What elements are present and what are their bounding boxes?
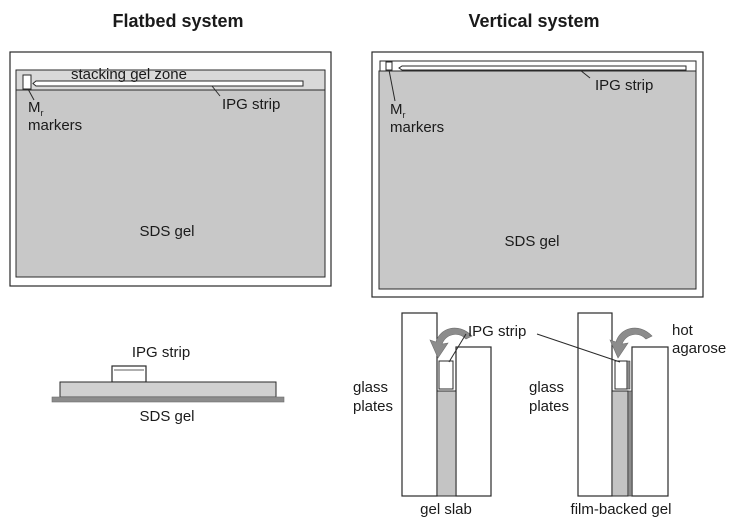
flatbed-title: Flatbed system bbox=[112, 11, 243, 31]
vertical-ipg-strip bbox=[398, 65, 687, 71]
film-backed-ipg-film bbox=[626, 360, 631, 390]
film-backed-ipg-strip bbox=[614, 360, 628, 390]
side-ipg-strip bbox=[111, 365, 147, 383]
cross-section-ipg-strip-label: IPG strip bbox=[468, 323, 526, 340]
film-backing bbox=[627, 390, 633, 497]
gel-slab-front-plate bbox=[455, 346, 492, 497]
flatbed-mr-marker-well bbox=[22, 74, 32, 90]
vertical-system: Vertical system IPG strip Mr markers SDS… bbox=[371, 11, 704, 298]
gel-slab-label: gel slab bbox=[420, 501, 472, 518]
side-sds-gel bbox=[59, 381, 277, 398]
film-backed-back-plate bbox=[577, 312, 613, 497]
cross-section-gel-slab: glass plates gel slab bbox=[353, 312, 492, 518]
side-sds-gel-label: SDS gel bbox=[139, 408, 194, 425]
flatbed-stacking-zone-label: stacking gel zone bbox=[71, 66, 187, 83]
film-backed-front-plate bbox=[631, 346, 669, 497]
flatbed-ipg-leader bbox=[211, 85, 221, 97]
vertical-mr-marker-well bbox=[385, 61, 393, 71]
flatbed-mr-label: Mr bbox=[28, 99, 44, 118]
flatbed-system: Flatbed system stacking gel zone IPG str… bbox=[9, 11, 332, 287]
flatbed-ipg-strip bbox=[32, 80, 304, 87]
cross-section-ipg-leader-right bbox=[536, 333, 621, 363]
right-plates-label: plates bbox=[529, 398, 569, 415]
side-ipg-strip-label: IPG strip bbox=[132, 344, 190, 361]
left-glass-label: glass bbox=[353, 379, 388, 396]
vertical-title: Vertical system bbox=[468, 11, 599, 31]
vertical-mr-label: Mr bbox=[390, 101, 406, 120]
gel-slab-ipg-strip bbox=[438, 360, 454, 390]
right-glass-label: glass bbox=[529, 379, 564, 396]
flatbed-sds-gel-label: SDS gel bbox=[139, 223, 194, 240]
film-backed-gel-label: film-backed gel bbox=[571, 501, 672, 518]
vertical-sds-gel bbox=[378, 70, 697, 290]
agarose-label: agarose bbox=[672, 340, 726, 357]
flatbed-marker-leader bbox=[27, 88, 35, 101]
flatbed-markers-label: markers bbox=[28, 117, 82, 134]
film-backed-insert-arrow bbox=[609, 327, 653, 359]
flatbed-side-view: IPG strip SDS gel bbox=[51, 344, 285, 425]
flatbed-sds-gel bbox=[15, 89, 326, 278]
film-backed-gel bbox=[611, 390, 629, 497]
gel-slab-back-plate bbox=[401, 312, 438, 497]
flatbed-ipg-strip-label: IPG strip bbox=[222, 96, 280, 113]
left-plates-label: plates bbox=[353, 398, 393, 415]
vertical-ipg-strip-label: IPG strip bbox=[595, 77, 653, 94]
cross-section-film-backed: glass plates film-backed gel hot agarose bbox=[529, 312, 726, 518]
cross-section-ipg-label-group: IPG strip bbox=[448, 323, 621, 363]
gel-slab-gel bbox=[436, 390, 457, 497]
cross-section-ipg-leader-left bbox=[448, 333, 467, 363]
vertical-marker-leader bbox=[388, 69, 396, 102]
vertical-ipg-leader bbox=[579, 69, 591, 79]
vertical-sds-gel-label: SDS gel bbox=[504, 233, 559, 250]
side-support-plate bbox=[51, 396, 285, 403]
gel-slab-insert-arrow bbox=[429, 327, 473, 359]
vertical-markers-label: markers bbox=[390, 119, 444, 136]
hot-label: hot bbox=[672, 322, 694, 339]
